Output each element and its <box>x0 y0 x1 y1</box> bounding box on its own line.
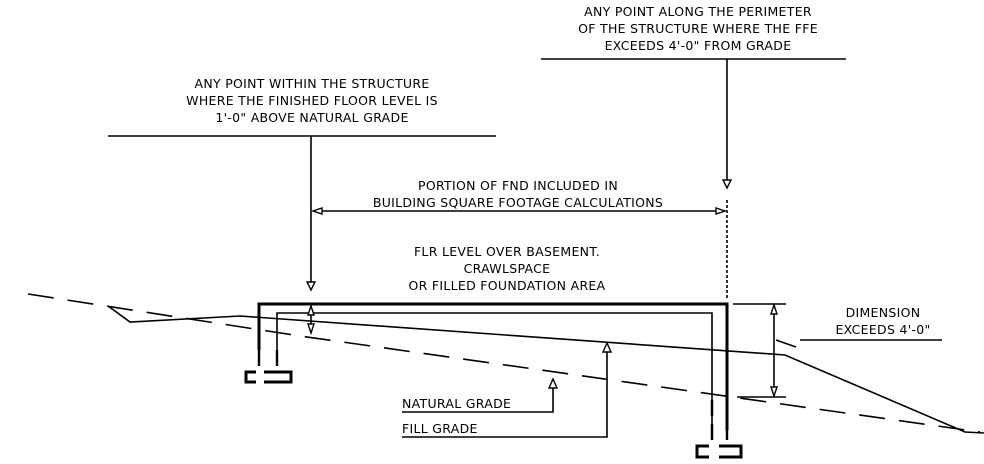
within-note-line-1: ANY POINT WITHIN THE STRUCTURE <box>194 76 429 91</box>
structure <box>244 302 743 459</box>
left-footing <box>244 370 293 384</box>
natural-grade-leader <box>402 387 554 413</box>
fill-grade-line <box>107 305 984 434</box>
four-foot-dimension <box>733 302 786 399</box>
natural-grade-label: NATURAL GRADE <box>402 396 511 411</box>
fill-grade-callout: FILL GRADE <box>402 341 613 438</box>
right-footing <box>695 444 743 459</box>
four-foot-down-arrow-icon <box>770 386 778 399</box>
within-arrow-icon <box>305 281 317 292</box>
portion-note-line-1: PORTION OF FND INCLUDED IN <box>418 178 618 193</box>
perimeter-note-line-2: OF THE STRUCTURE WHERE THE FFE <box>578 21 818 36</box>
dimension-note-leader <box>775 339 797 348</box>
dimension-note-line-1: DIMENSION <box>846 305 921 320</box>
portion-right-arrow-icon <box>715 207 728 215</box>
natural-grade-line <box>27 293 981 433</box>
inner-wall <box>276 312 713 430</box>
within-note: ANY POINT WITHIN THE STRUCTURE WHERE THE… <box>108 76 496 292</box>
outer-wall <box>257 302 729 430</box>
dimension-note: DIMENSION EXCEEDS 4'-0" <box>775 305 942 348</box>
natural-grade-arrow-icon <box>547 377 559 389</box>
perimeter-note-line-1: ANY POINT ALONG THE PERIMETER <box>584 4 812 19</box>
portion-left-arrow-icon <box>310 207 323 215</box>
floor-note-line-2: CRAWLSPACE <box>464 261 551 276</box>
perimeter-note-line-3: EXCEEDS 4'-0" FROM GRADE <box>605 38 792 53</box>
within-note-line-3: 1'-0" ABOVE NATURAL GRADE <box>215 110 408 125</box>
perimeter-arrow-icon <box>721 179 733 190</box>
dimension-note-line-2: EXCEEDS 4'-0" <box>835 322 930 337</box>
one-foot-up-arrow-icon <box>307 303 315 316</box>
portion-note-line-2: BUILDING SQUARE FOOTAGE CALCULATIONS <box>373 195 663 210</box>
fill-grade-label: FILL GRADE <box>402 421 478 436</box>
portion-note: PORTION OF FND INCLUDED IN BUILDING SQUA… <box>310 178 728 300</box>
floor-note-line-1: FLR LEVEL OVER BASEMENT. <box>414 244 600 259</box>
four-foot-up-arrow-icon <box>770 302 778 315</box>
one-foot-dimension <box>307 303 315 336</box>
fill-grade-leader <box>402 352 608 438</box>
fill-grade-arrow-icon <box>601 341 613 353</box>
floor-note: FLR LEVEL OVER BASEMENT. CRAWLSPACE OR F… <box>409 244 606 293</box>
one-foot-down-arrow-icon <box>307 323 315 336</box>
within-note-line-2: WHERE THE FINISHED FLOOR LEVEL IS <box>186 93 438 108</box>
perimeter-note: ANY POINT ALONG THE PERIMETER OF THE STR… <box>541 4 846 190</box>
floor-note-line-3: OR FILLED FOUNDATION AREA <box>409 278 606 293</box>
natural-grade-callout: NATURAL GRADE <box>402 377 559 413</box>
